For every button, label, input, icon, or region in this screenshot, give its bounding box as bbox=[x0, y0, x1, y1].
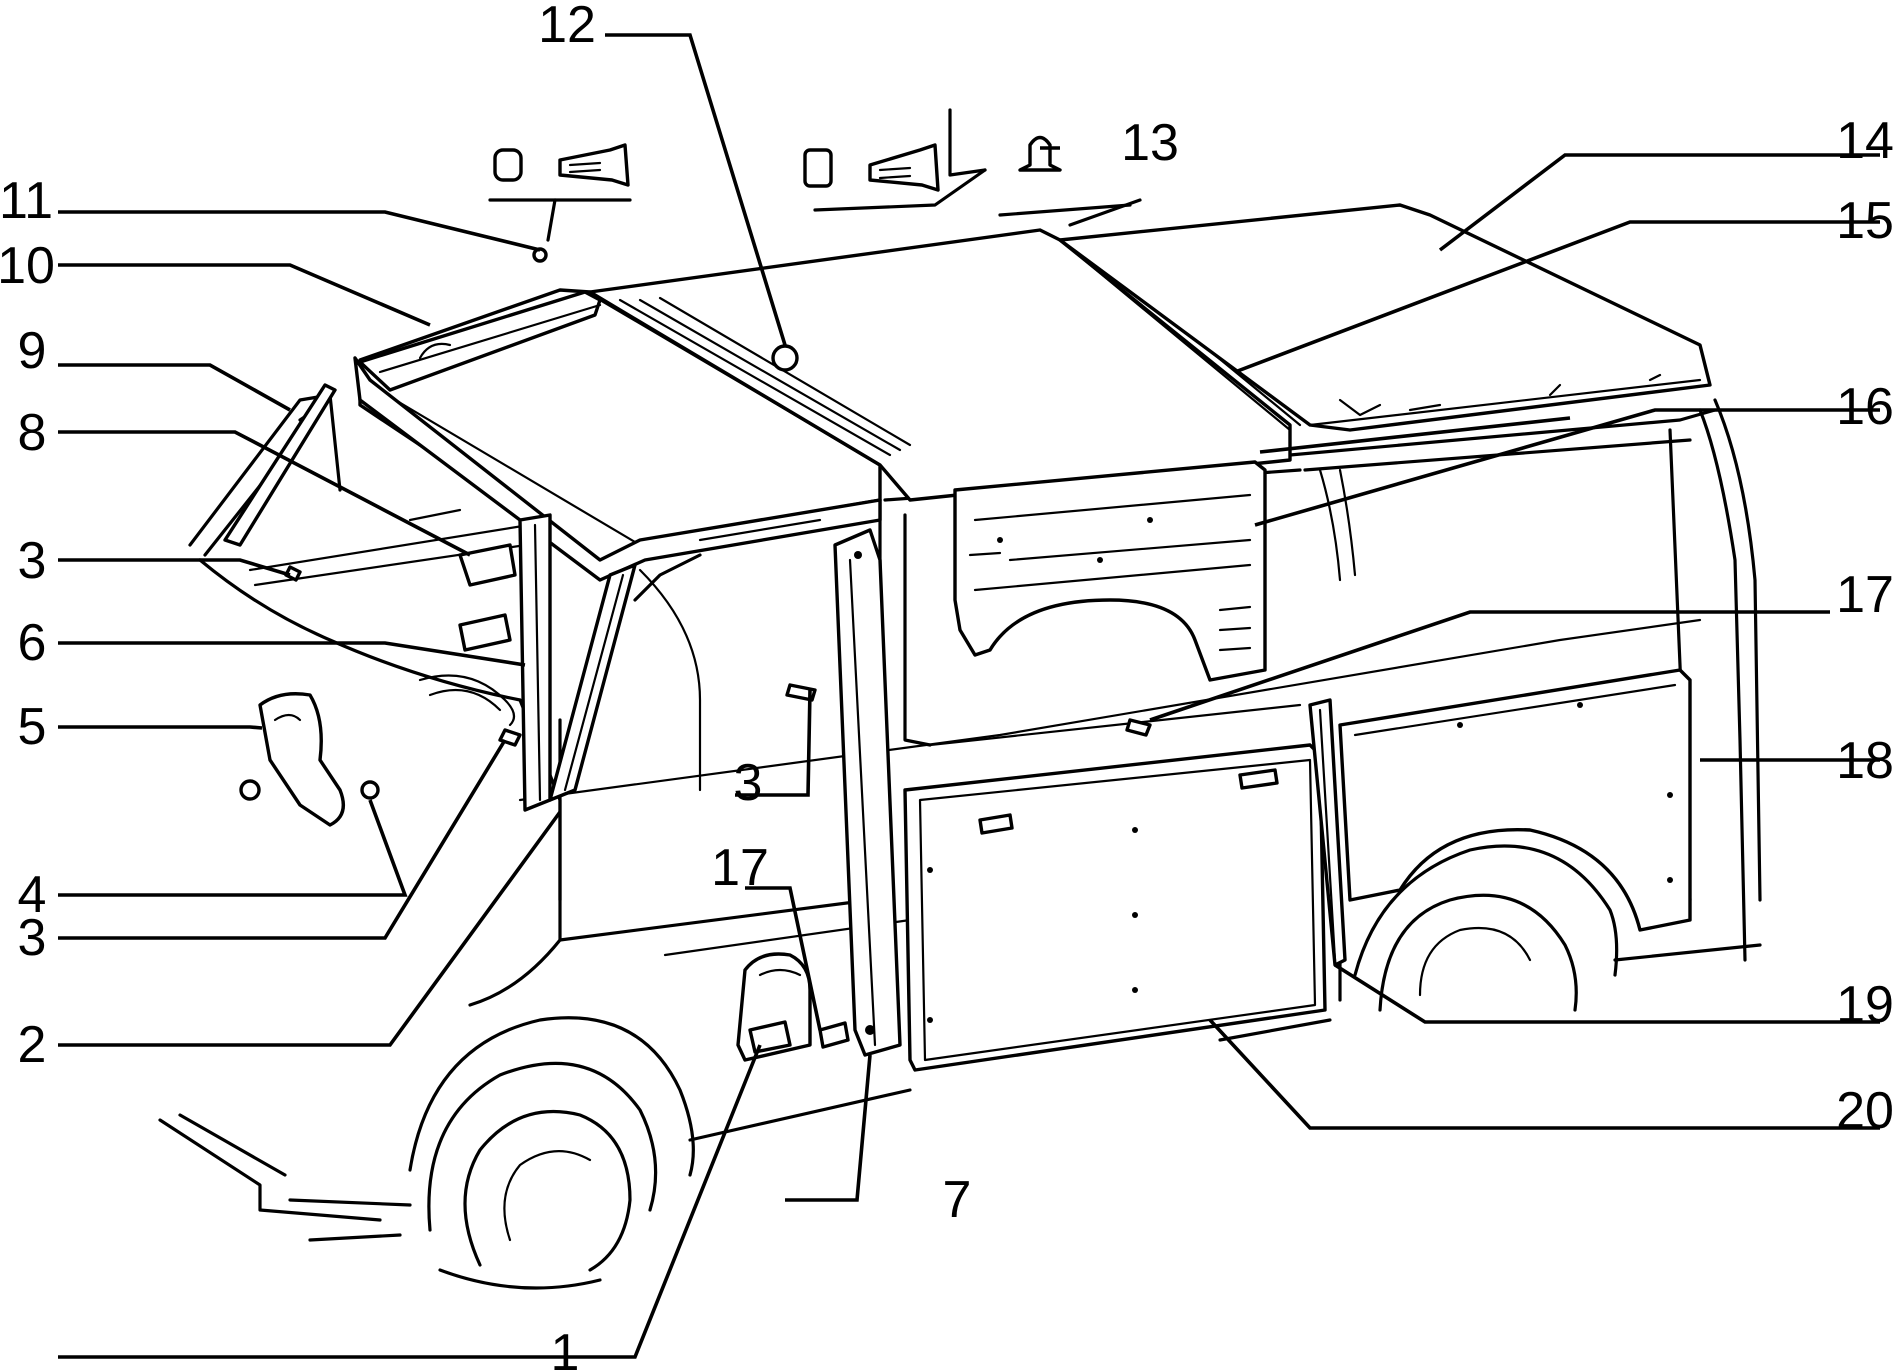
grab-handle-bracket bbox=[239, 692, 345, 827]
callout-4: 4 bbox=[18, 866, 47, 924]
callout-11: 11 bbox=[0, 172, 53, 230]
a-pillar-trim bbox=[518, 513, 552, 812]
callout-8: 8 bbox=[18, 404, 47, 462]
nut-4 bbox=[360, 780, 380, 800]
callout-13: 13 bbox=[1121, 114, 1179, 172]
roof-center-trim-panel bbox=[588, 228, 1302, 502]
a-pillar-inner-trim bbox=[548, 563, 637, 802]
clip-detail-11 bbox=[488, 143, 632, 242]
front-header-rail bbox=[353, 356, 882, 582]
callout-14: 14 bbox=[1836, 112, 1893, 170]
callout-17-left: 17 bbox=[711, 839, 769, 897]
callout-17-right: 17 bbox=[1836, 566, 1893, 624]
windshield-side-trim bbox=[223, 383, 337, 547]
clip-detail-13 bbox=[803, 108, 1142, 227]
callout-19: 19 bbox=[1836, 976, 1893, 1034]
callout-3-center: 3 bbox=[734, 754, 763, 812]
callout-7: 7 bbox=[943, 1171, 972, 1229]
roof-rear-trim-panel bbox=[1058, 203, 1712, 432]
callout-6: 6 bbox=[18, 614, 47, 672]
door-pillar-strip bbox=[1308, 698, 1347, 967]
callout-9: 9 bbox=[18, 322, 47, 380]
callout-3-lower: 3 bbox=[18, 909, 47, 967]
step-cover bbox=[736, 952, 812, 1062]
side-door-trim-panel bbox=[903, 743, 1327, 1072]
screw-3-center bbox=[785, 683, 817, 702]
b-pillar-trim bbox=[833, 528, 902, 1057]
callout-10: 10 bbox=[0, 237, 55, 295]
callout-15: 15 bbox=[1836, 192, 1893, 250]
screw-17-lower bbox=[818, 1021, 850, 1049]
upper-side-trim-panel bbox=[953, 460, 1267, 682]
fasteners bbox=[284, 247, 1152, 1049]
callout-18: 18 bbox=[1836, 732, 1893, 790]
callout-20: 20 bbox=[1836, 1082, 1893, 1140]
sun-visor-brackets bbox=[458, 543, 517, 652]
callout-2: 2 bbox=[18, 1016, 47, 1074]
screw-17-upper bbox=[1125, 718, 1152, 737]
callout-16: 16 bbox=[1836, 378, 1893, 436]
rear-side-trim-panel bbox=[1338, 668, 1692, 932]
callout-3-top: 3 bbox=[18, 532, 47, 590]
leader-lines bbox=[58, 33, 1880, 1359]
callout-1: 1 bbox=[551, 1324, 580, 1372]
callout-5: 5 bbox=[18, 698, 47, 756]
callout-12: 12 bbox=[538, 0, 596, 54]
grommet-12 bbox=[771, 344, 799, 372]
